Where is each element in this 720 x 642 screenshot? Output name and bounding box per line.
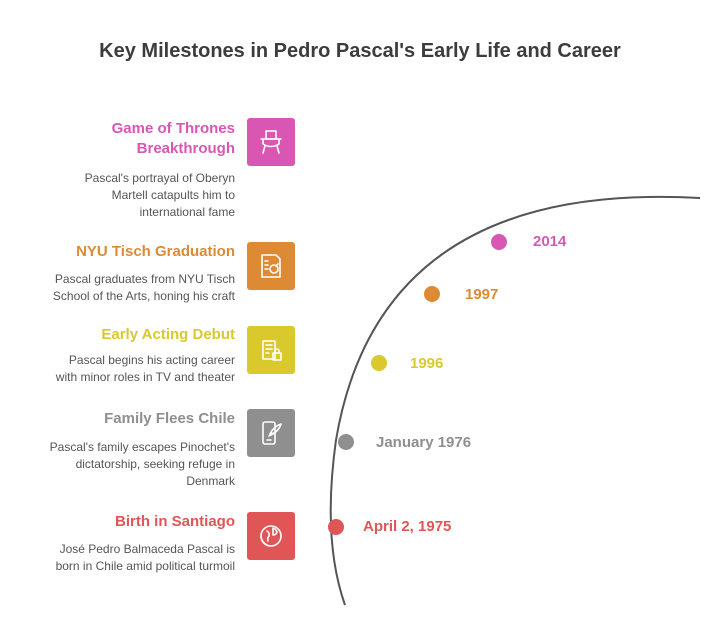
milestone-desc-game-of-thrones: Pascal's portrayal of Oberyn Martell cat…: [85, 170, 235, 221]
milestone-date-1996: 1996: [410, 355, 444, 372]
milestone-date-1975: April 2, 1975: [363, 518, 452, 535]
milestone-desc-line: Pascal's family escapes Pinochet's: [49, 440, 235, 454]
milestone-desc-line: Pascal begins his acting career: [68, 353, 235, 367]
milestone-date-1976: January 1976: [376, 434, 472, 451]
milestone-title-acting-debut: Early Acting Debut: [101, 325, 235, 345]
timeline-dot-1996: [371, 355, 387, 371]
timeline-dot-1997: [424, 286, 440, 302]
milestone-desc-line: international fame: [139, 205, 235, 219]
milestone-title-line: Birth in Santiago: [115, 513, 235, 530]
milestone-title-family-flees: Family Flees Chile: [104, 409, 235, 429]
milestone-desc-line: José Pedro Balmaceda Pascal is: [59, 542, 235, 556]
timeline-dot-1976: [338, 434, 354, 450]
milestone-desc-line: Denmark: [186, 474, 235, 488]
throne-icon: [247, 118, 295, 166]
milestone-title-game-of-thrones: Game of Thrones Breakthrough: [112, 119, 235, 159]
milestone-title-line: Game of Thrones: [111, 120, 235, 137]
milestone-title-nyu-tisch: NYU Tisch Graduation: [76, 242, 235, 262]
milestone-title-line: Breakthrough: [136, 140, 235, 157]
milestone-title-birth: Birth in Santiago: [115, 512, 235, 532]
milestone-desc-nyu-tisch: Pascal graduates from NYU Tisch School o…: [53, 271, 235, 305]
milestone-desc-line: born in Chile amid political turmoil: [55, 559, 235, 573]
milestone-desc-line: Martell catapults him to: [111, 188, 235, 202]
milestone-date-2014: 2014: [533, 233, 567, 250]
milestone-date-1997: 1997: [465, 286, 499, 303]
milestone-desc-line: Pascal graduates from NYU Tisch: [54, 272, 235, 286]
milestone-desc-line: School of the Arts, honing his craft: [52, 289, 235, 303]
script-lock-icon: [247, 326, 295, 374]
escape-phone-icon: [247, 409, 295, 457]
milestone-desc-acting-debut: Pascal begins his acting career with min…: [56, 352, 235, 386]
milestone-desc-line: with minor roles in TV and theater: [55, 370, 235, 384]
timeline-dot-1975: [328, 519, 344, 535]
milestone-title-line: NYU Tisch Graduation: [76, 243, 235, 260]
timeline-dot-2014: [491, 234, 507, 250]
certificate-icon: [247, 242, 295, 290]
diagram-title: Key Milestones in Pedro Pascal's Early L…: [99, 40, 621, 62]
globe-pin-icon: [247, 512, 295, 560]
milestone-title-line: Early Acting Debut: [101, 326, 235, 343]
milestone-desc-family-flees: Pascal's family escapes Pinochet's dicta…: [50, 439, 235, 490]
milestone-title-line: Family Flees Chile: [104, 410, 235, 427]
milestone-desc-line: dictatorship, seeking refuge in: [75, 457, 235, 471]
milestone-desc-line: Pascal's portrayal of Oberyn: [84, 171, 235, 185]
milestone-desc-birth: José Pedro Balmaceda Pascal is born in C…: [56, 541, 235, 575]
